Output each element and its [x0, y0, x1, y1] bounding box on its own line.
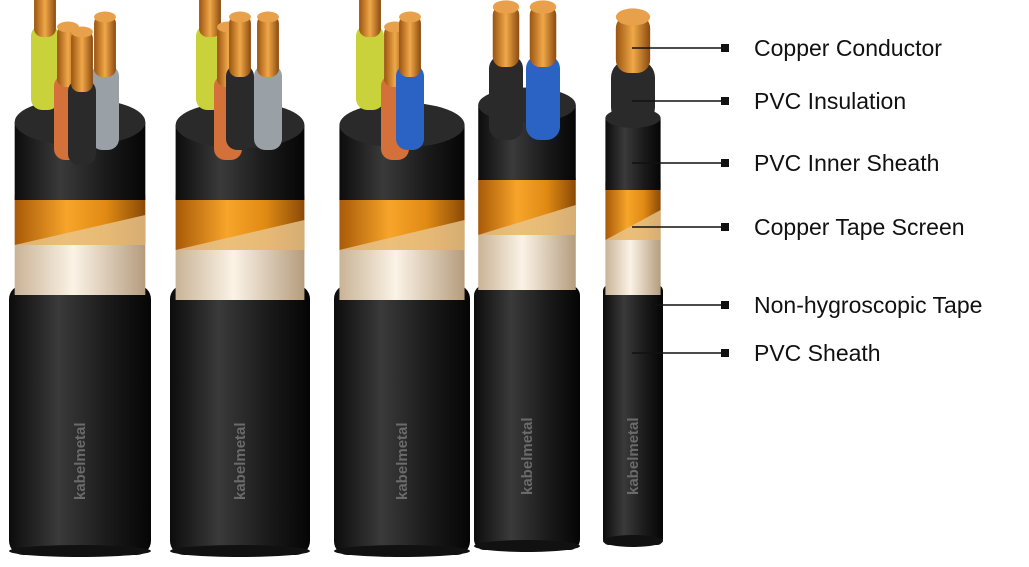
pvc-insulation — [489, 55, 523, 140]
conductor-end — [94, 11, 116, 23]
pvc-insulation — [31, 25, 59, 110]
non-hygroscopic-tape — [175, 250, 305, 300]
label-copper-conductor: Copper Conductor — [754, 35, 942, 61]
pvc-sheath — [603, 285, 663, 545]
copper-conductor — [94, 15, 116, 77]
label-pvc-insulation: PVC Insulation — [754, 88, 907, 114]
conductor-end — [257, 11, 279, 23]
brand-text: kabelmetal — [519, 417, 536, 495]
copper-conductor — [359, 0, 381, 37]
brand-text: kabelmetal — [72, 422, 89, 500]
cable-5-core: kabelmetal — [9, 0, 151, 557]
leader-square-marker — [721, 159, 729, 167]
cable-4-core: kabelmetal — [170, 0, 310, 557]
conductor-end — [492, 0, 520, 14]
copper-conductor — [399, 15, 421, 77]
brand-text: kabelmetal — [232, 422, 249, 500]
copper-conductor — [199, 0, 221, 37]
label-copper-tape-screen: Copper Tape Screen — [754, 214, 965, 240]
cable-2-core: kabelmetal — [474, 0, 580, 552]
conductor-end — [529, 0, 557, 14]
label-non-hygroscopic-tape: Non-hygroscopic Tape — [754, 292, 983, 318]
sheath-end — [9, 545, 151, 557]
pvc-sheath — [9, 285, 151, 555]
sheath-end — [170, 545, 310, 557]
leader-square-marker — [721, 223, 729, 231]
leader-square-marker — [721, 97, 729, 105]
conductor-end — [71, 26, 93, 38]
non-hygroscopic-tape — [14, 245, 146, 295]
tape-overlap — [605, 210, 661, 240]
copper-conductor — [229, 15, 251, 77]
non-hygroscopic-tape — [339, 250, 465, 300]
pvc-inner-sheath — [605, 118, 661, 190]
brand-text: kabelmetal — [394, 422, 411, 500]
pvc-sheath — [170, 285, 310, 555]
tape-overlap — [14, 215, 146, 245]
pvc-insulation — [526, 55, 560, 140]
copper-conductor — [71, 30, 93, 92]
conductor-end — [399, 11, 421, 23]
leader-square-marker — [721, 301, 729, 309]
copper-conductor — [257, 15, 279, 77]
non-hygroscopic-tape — [605, 240, 661, 295]
pvc-insulation — [254, 65, 282, 150]
pvc-insulation — [91, 65, 119, 150]
tape-overlap — [175, 220, 305, 250]
pvc-insulation — [396, 65, 424, 150]
sheath-end — [603, 535, 663, 547]
copper-conductor — [615, 15, 651, 73]
pvc-sheath — [334, 285, 470, 555]
copper-conductor — [34, 0, 56, 37]
conductor-end — [229, 11, 251, 23]
label-pvc-sheath: PVC Sheath — [754, 340, 881, 366]
brand-text: kabelmetal — [625, 417, 642, 495]
sheath-end — [474, 540, 580, 552]
leader-square-marker — [721, 44, 729, 52]
pvc-insulation — [611, 60, 655, 125]
non-hygroscopic-tape — [478, 235, 576, 290]
copper-conductor — [529, 5, 557, 67]
copper-conductor — [492, 5, 520, 67]
pvc-sheath — [474, 285, 580, 550]
label-pvc-inner-sheath: PVC Inner Sheath — [754, 150, 940, 176]
tape-overlap — [339, 220, 465, 250]
tape-overlap — [478, 205, 576, 235]
cable-1-core: kabelmetal — [603, 8, 663, 547]
sheath-end — [334, 545, 470, 557]
pvc-insulation — [356, 25, 384, 110]
pvc-insulation — [68, 80, 96, 165]
conductor-end — [615, 8, 651, 26]
cable-3-core: kabelmetal — [334, 0, 470, 557]
leader-square-marker — [721, 349, 729, 357]
pvc-insulation — [226, 65, 254, 150]
